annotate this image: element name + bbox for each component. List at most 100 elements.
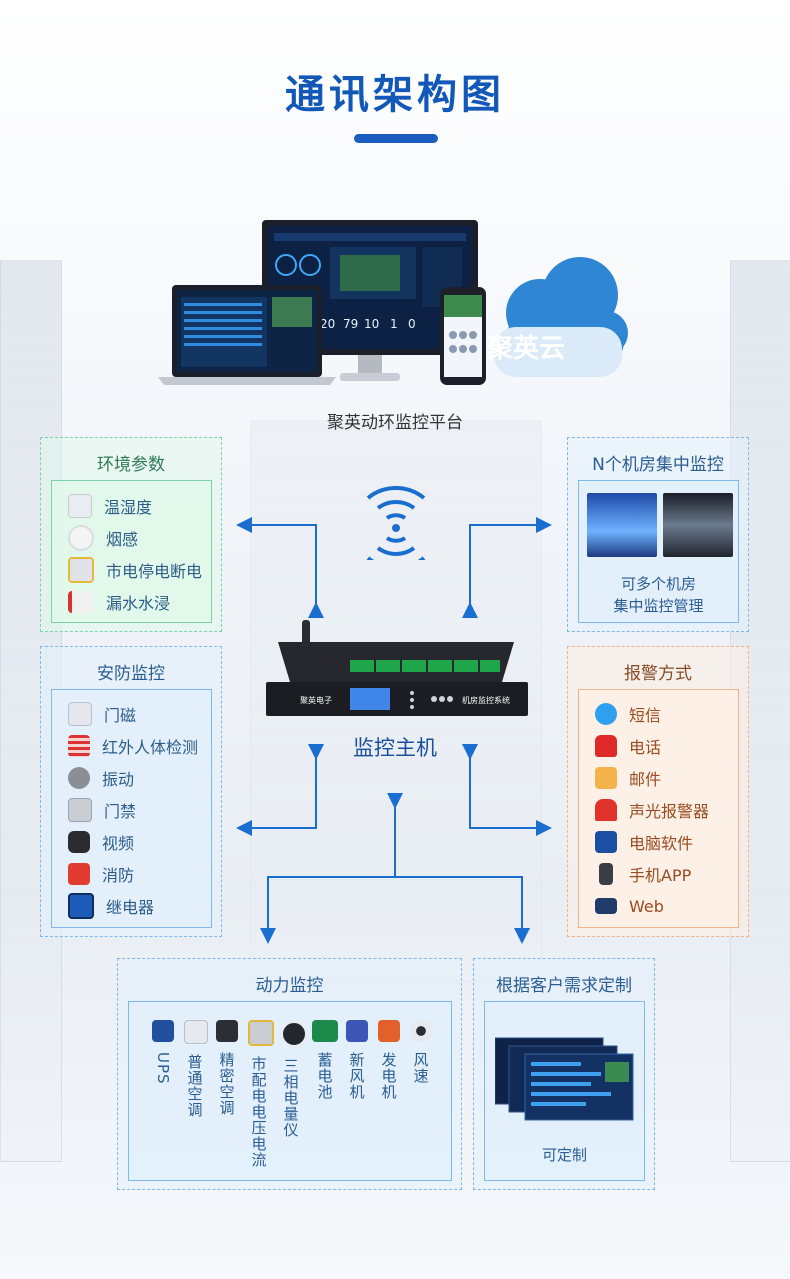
list-item: 市电停电断电 bbox=[68, 557, 202, 583]
fresh-air-icon bbox=[346, 1020, 368, 1042]
monitor-value-2: 10 bbox=[364, 317, 379, 331]
custom-title: 根据客户需求定制 bbox=[496, 976, 632, 996]
wifi-icon bbox=[366, 486, 426, 560]
list-item: 手机APP bbox=[595, 862, 691, 886]
env-params-list: 温湿度 烟感 市电停电断电 漏水水浸 bbox=[51, 480, 212, 623]
arrow-rooms-host bbox=[462, 517, 552, 618]
list-item: 邮件 bbox=[595, 766, 661, 790]
list-item: Web bbox=[595, 894, 664, 918]
power-monitoring-title: 动力监控 bbox=[255, 976, 324, 996]
power-meter-icon bbox=[248, 1020, 274, 1046]
list-item: 普通空调 bbox=[184, 1020, 208, 1118]
env-params-title: 环境参数 bbox=[97, 455, 165, 475]
sms-icon bbox=[595, 703, 617, 725]
multi-room-panel: N个机房集中监控 可多个机房 集中监控管理 bbox=[567, 437, 749, 632]
list-item: 消防 bbox=[68, 862, 134, 886]
mobile-app-icon bbox=[599, 863, 613, 885]
pc-software-icon bbox=[595, 831, 617, 853]
security-list: 门磁 红外人体检测 振动 门禁 视频 消防 继电器 bbox=[51, 689, 212, 928]
smoke-detector-icon bbox=[68, 525, 94, 551]
env-params-panel: 环境参数 温湿度 烟感 市电停电断电 漏水水浸 bbox=[40, 437, 222, 632]
anemometer-icon bbox=[410, 1020, 432, 1042]
fire-alarm-icon bbox=[68, 863, 90, 885]
arrow-security-host bbox=[236, 744, 324, 836]
access-gate-icon bbox=[68, 798, 92, 822]
monitor-value-4: 0 bbox=[408, 317, 416, 331]
thermo-hygrometer-icon bbox=[68, 494, 92, 518]
list-item: 门禁 bbox=[68, 798, 136, 822]
power-monitoring-list: UPS 普通空调 精密空调 市配电电压电流 三相电量仪 蓄电池 新风机 发电机 … bbox=[128, 1001, 452, 1181]
list-item: 电脑软件 bbox=[595, 830, 693, 854]
battery-icon bbox=[312, 1020, 338, 1042]
camera-icon bbox=[68, 831, 90, 853]
power-monitoring-panel: 动力监控 UPS 普通空调 精密空调 市配电电压电流 三相电量仪 蓄电池 新风机… bbox=[117, 958, 462, 1190]
server-room-photo-2 bbox=[663, 493, 733, 557]
ups-icon bbox=[152, 1020, 174, 1042]
page-title: 通讯架构图 bbox=[285, 72, 505, 118]
arrow-to-power bbox=[260, 876, 395, 944]
server-room-photo-1 bbox=[587, 493, 657, 557]
list-item: 漏水水浸 bbox=[68, 590, 170, 614]
list-item: 视频 bbox=[68, 830, 134, 854]
security-panel: 安防监控 门磁 红外人体检测 振动 门禁 视频 消防 继电器 bbox=[40, 646, 222, 937]
list-item: 发电机 bbox=[378, 1020, 400, 1100]
multi-room-title: N个机房集中监控 bbox=[592, 455, 724, 475]
list-item: 门磁 bbox=[68, 702, 136, 726]
multi-room-content: 可多个机房 集中监控管理 bbox=[578, 480, 739, 623]
arrow-alarm-host bbox=[462, 744, 552, 836]
relay-icon bbox=[68, 893, 94, 919]
arrow-env-host bbox=[236, 517, 324, 618]
list-item: 继电器 bbox=[68, 893, 154, 919]
list-item: 烟感 bbox=[68, 525, 138, 551]
platform-devices-illustration: 20 79 10 1 0 聚英云 bbox=[158, 220, 628, 385]
monitoring-host-device: 聚英电子 机房监控系统 bbox=[266, 620, 528, 716]
custom-content: 可定制 bbox=[484, 1001, 645, 1181]
vibration-sensor-icon bbox=[68, 767, 90, 789]
alarm-methods-title: 报警方式 bbox=[624, 664, 692, 684]
security-title: 安防监控 bbox=[97, 664, 165, 684]
monitor-value-3: 1 bbox=[390, 317, 398, 331]
list-item: 精密空调 bbox=[216, 1020, 238, 1116]
monitor-value-0: 20 bbox=[320, 317, 335, 331]
list-item: 温湿度 bbox=[68, 494, 152, 518]
custom-panel: 根据客户需求定制 可定制 bbox=[473, 958, 655, 1190]
list-item: 蓄电池 bbox=[312, 1020, 338, 1100]
alarm-methods-list: 短信 电话 邮件 声光报警器 电脑软件 手机APP Web bbox=[578, 689, 739, 928]
list-item: 声光报警器 bbox=[595, 798, 709, 822]
title-underline bbox=[354, 134, 438, 143]
custom-caption: 可定制 bbox=[541, 1146, 587, 1164]
host-label: 监控主机 bbox=[353, 736, 437, 760]
list-item: 短信 bbox=[595, 702, 661, 726]
arrow-to-custom bbox=[395, 876, 530, 944]
laptop bbox=[158, 285, 336, 385]
custom-screens-illustration bbox=[495, 1037, 634, 1121]
infrared-detector-icon bbox=[68, 735, 90, 757]
list-item: 振动 bbox=[68, 766, 134, 790]
air-conditioner-icon bbox=[184, 1020, 208, 1044]
precision-ac-icon bbox=[216, 1020, 238, 1042]
multi-room-caption-1: 可多个机房 bbox=[620, 575, 696, 593]
multi-room-caption-2: 集中监控管理 bbox=[613, 597, 704, 615]
host-brand: 聚英电子 bbox=[300, 695, 332, 705]
list-item: 电话 bbox=[595, 734, 661, 758]
host-panel-text: 机房监控系统 bbox=[462, 695, 510, 705]
cloud-brand-text: 聚英云 bbox=[486, 334, 565, 364]
list-item: 红外人体检测 bbox=[68, 734, 198, 758]
cloud-icon: 聚英云 bbox=[486, 257, 628, 377]
three-phase-meter-icon bbox=[280, 1020, 308, 1048]
siren-icon bbox=[595, 799, 617, 821]
phone-icon bbox=[595, 735, 617, 757]
monitor-value-1: 79 bbox=[343, 317, 358, 331]
list-item: 新风机 bbox=[346, 1020, 368, 1100]
alarm-methods-panel: 报警方式 短信 电话 邮件 声光报警器 电脑软件 手机APP Web bbox=[567, 646, 749, 937]
platform-label: 聚英动环监控平台 bbox=[327, 413, 463, 433]
web-monitor-icon bbox=[595, 898, 617, 914]
power-outage-icon bbox=[68, 557, 94, 583]
water-leak-icon bbox=[68, 591, 94, 613]
list-item: UPS bbox=[152, 1020, 174, 1085]
smartphone bbox=[440, 287, 486, 385]
door-magnet-icon bbox=[68, 702, 92, 726]
list-item: 三相电量仪 bbox=[280, 1020, 308, 1138]
list-item: 风速 bbox=[410, 1020, 432, 1084]
